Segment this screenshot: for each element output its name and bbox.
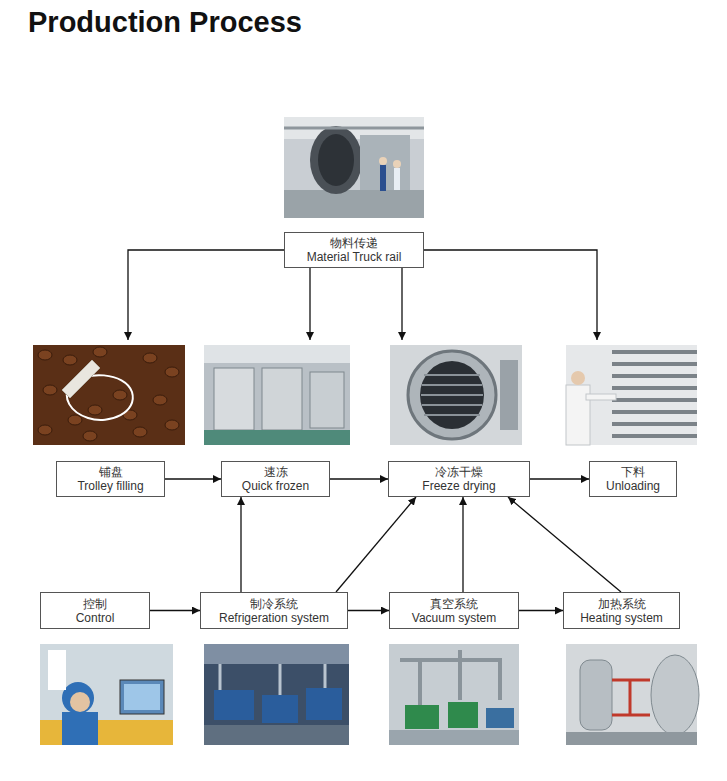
refrigeration-plant-photo bbox=[204, 644, 349, 745]
chinese-label: 冷冻干燥 bbox=[435, 465, 483, 479]
process-box: 加热系统Heating system bbox=[563, 592, 680, 629]
chinese-label: 真空系统 bbox=[430, 597, 478, 611]
process-box: 铺盘Trolley filling bbox=[56, 461, 165, 497]
flow-arrow bbox=[348, 610, 389, 611]
flow-arrow bbox=[128, 250, 284, 340]
control-room-photo bbox=[40, 644, 173, 745]
flow-arrow bbox=[508, 497, 621, 592]
process-box: 控制Control bbox=[40, 592, 150, 629]
process-box: 下料Unloading bbox=[589, 461, 677, 497]
page-title: Production Process bbox=[28, 6, 302, 39]
chinese-label: 物料传递 bbox=[330, 236, 378, 250]
coffee-beans-photo bbox=[33, 345, 185, 445]
english-label: Quick frozen bbox=[242, 479, 309, 493]
english-label: Freeze drying bbox=[422, 479, 495, 493]
flow-arrow bbox=[401, 268, 402, 340]
machine-hall-photo bbox=[284, 117, 424, 218]
flow-arrow bbox=[424, 250, 597, 340]
english-label: Vacuum system bbox=[412, 611, 496, 625]
flow-arrow bbox=[165, 478, 221, 479]
chinese-label: 下料 bbox=[621, 465, 645, 479]
unloading-photo bbox=[566, 345, 697, 445]
chinese-label: 铺盘 bbox=[99, 465, 123, 479]
english-label: Control bbox=[76, 611, 115, 625]
flow-arrow bbox=[330, 478, 388, 479]
flow-arrow bbox=[309, 268, 310, 340]
process-box: 制冷系统Refrigeration system bbox=[200, 592, 348, 629]
english-label: Unloading bbox=[606, 479, 660, 493]
chinese-label: 制冷系统 bbox=[250, 597, 298, 611]
process-box: 物料传递Material Truck rail bbox=[284, 232, 424, 268]
freeze-dryer-photo bbox=[390, 345, 522, 445]
process-box: 真空系统Vacuum system bbox=[389, 592, 519, 629]
heating-tanks-photo bbox=[566, 644, 699, 745]
flow-arrow bbox=[519, 610, 563, 611]
chinese-label: 控制 bbox=[83, 597, 107, 611]
flow-arrow bbox=[150, 610, 200, 611]
flow-arrow bbox=[240, 497, 241, 592]
flow-arrow bbox=[462, 497, 463, 592]
flow-arrow bbox=[336, 497, 416, 592]
cold-room-photo bbox=[204, 345, 350, 445]
flow-arrow bbox=[530, 478, 589, 479]
process-box: 冷冻干燥Freeze drying bbox=[388, 461, 530, 497]
english-label: Heating system bbox=[580, 611, 663, 625]
english-label: Trolley filling bbox=[77, 479, 143, 493]
english-label: Material Truck rail bbox=[307, 250, 402, 264]
chinese-label: 加热系统 bbox=[598, 597, 646, 611]
chinese-label: 速冻 bbox=[264, 465, 288, 479]
english-label: Refrigeration system bbox=[219, 611, 329, 625]
vacuum-pumps-photo bbox=[389, 644, 519, 745]
process-box: 速冻Quick frozen bbox=[221, 461, 330, 497]
